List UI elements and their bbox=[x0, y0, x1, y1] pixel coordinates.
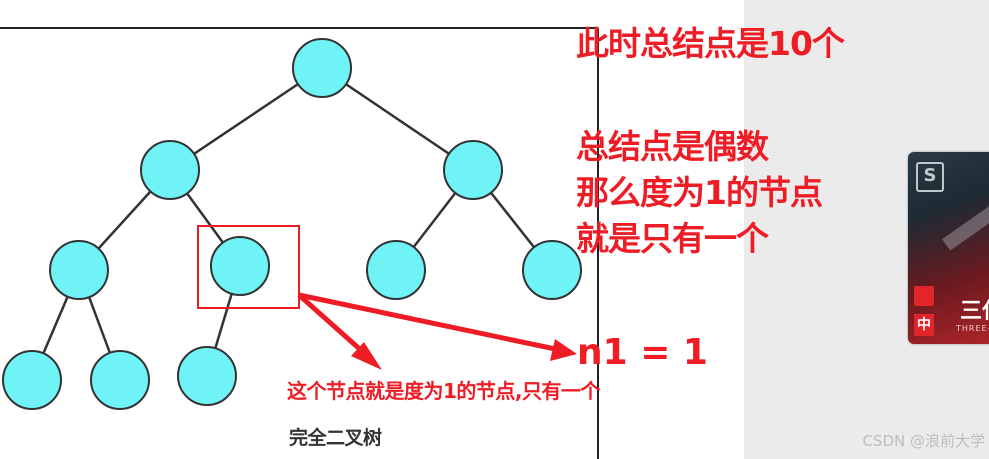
tree-edge-n0-n2 bbox=[321, 66, 474, 172]
tree-node-n9 bbox=[177, 346, 237, 406]
tree-node-n8 bbox=[90, 350, 150, 410]
explanation-line-1: 总结点是偶数 bbox=[576, 127, 769, 166]
watermark: CSDN @浪前大学 bbox=[862, 432, 985, 450]
tree-node-n4 bbox=[210, 236, 270, 296]
tree-node-n2 bbox=[443, 140, 503, 200]
tree-node-n6 bbox=[522, 240, 582, 300]
ad-title: 三仏 bbox=[960, 299, 989, 324]
arrow-to-formula-head bbox=[550, 339, 577, 361]
tree-node-n5 bbox=[366, 240, 426, 300]
highlight-box bbox=[197, 225, 300, 309]
explanation-line-2: 那么度为1的节点 bbox=[576, 173, 823, 212]
tree-node-n7 bbox=[2, 350, 62, 410]
header-note: 此时总结点是10个 bbox=[576, 24, 845, 63]
ad-card[interactable]: S 中 三仏 THREE- bbox=[908, 152, 989, 344]
arrow-to-formula bbox=[298, 292, 561, 353]
ad-badge-icon bbox=[914, 286, 934, 306]
tree-caption: 完全二叉树 bbox=[289, 427, 382, 449]
ad-decoration bbox=[942, 187, 989, 251]
ad-logo-icon: S bbox=[916, 162, 944, 192]
tree-node-n3 bbox=[49, 240, 109, 300]
explanation-line-3: 就是只有一个 bbox=[576, 219, 769, 258]
explanation-block: 总结点是偶数 那么度为1的节点 就是只有一个 bbox=[576, 124, 823, 262]
ad-badge-label: 中 bbox=[914, 314, 934, 336]
tree-edge-n0-n1 bbox=[169, 66, 323, 172]
node-caption: 这个节点就是度为1的节点,只有一个 bbox=[287, 379, 601, 403]
arrow-to-caption-head bbox=[351, 342, 382, 370]
tree-nodes bbox=[2, 38, 582, 410]
tree-node-n0 bbox=[292, 38, 352, 98]
ad-subtitle: THREE- bbox=[956, 324, 989, 333]
tree-node-n1 bbox=[140, 140, 200, 200]
formula-text: n1 = 1 bbox=[577, 332, 708, 373]
